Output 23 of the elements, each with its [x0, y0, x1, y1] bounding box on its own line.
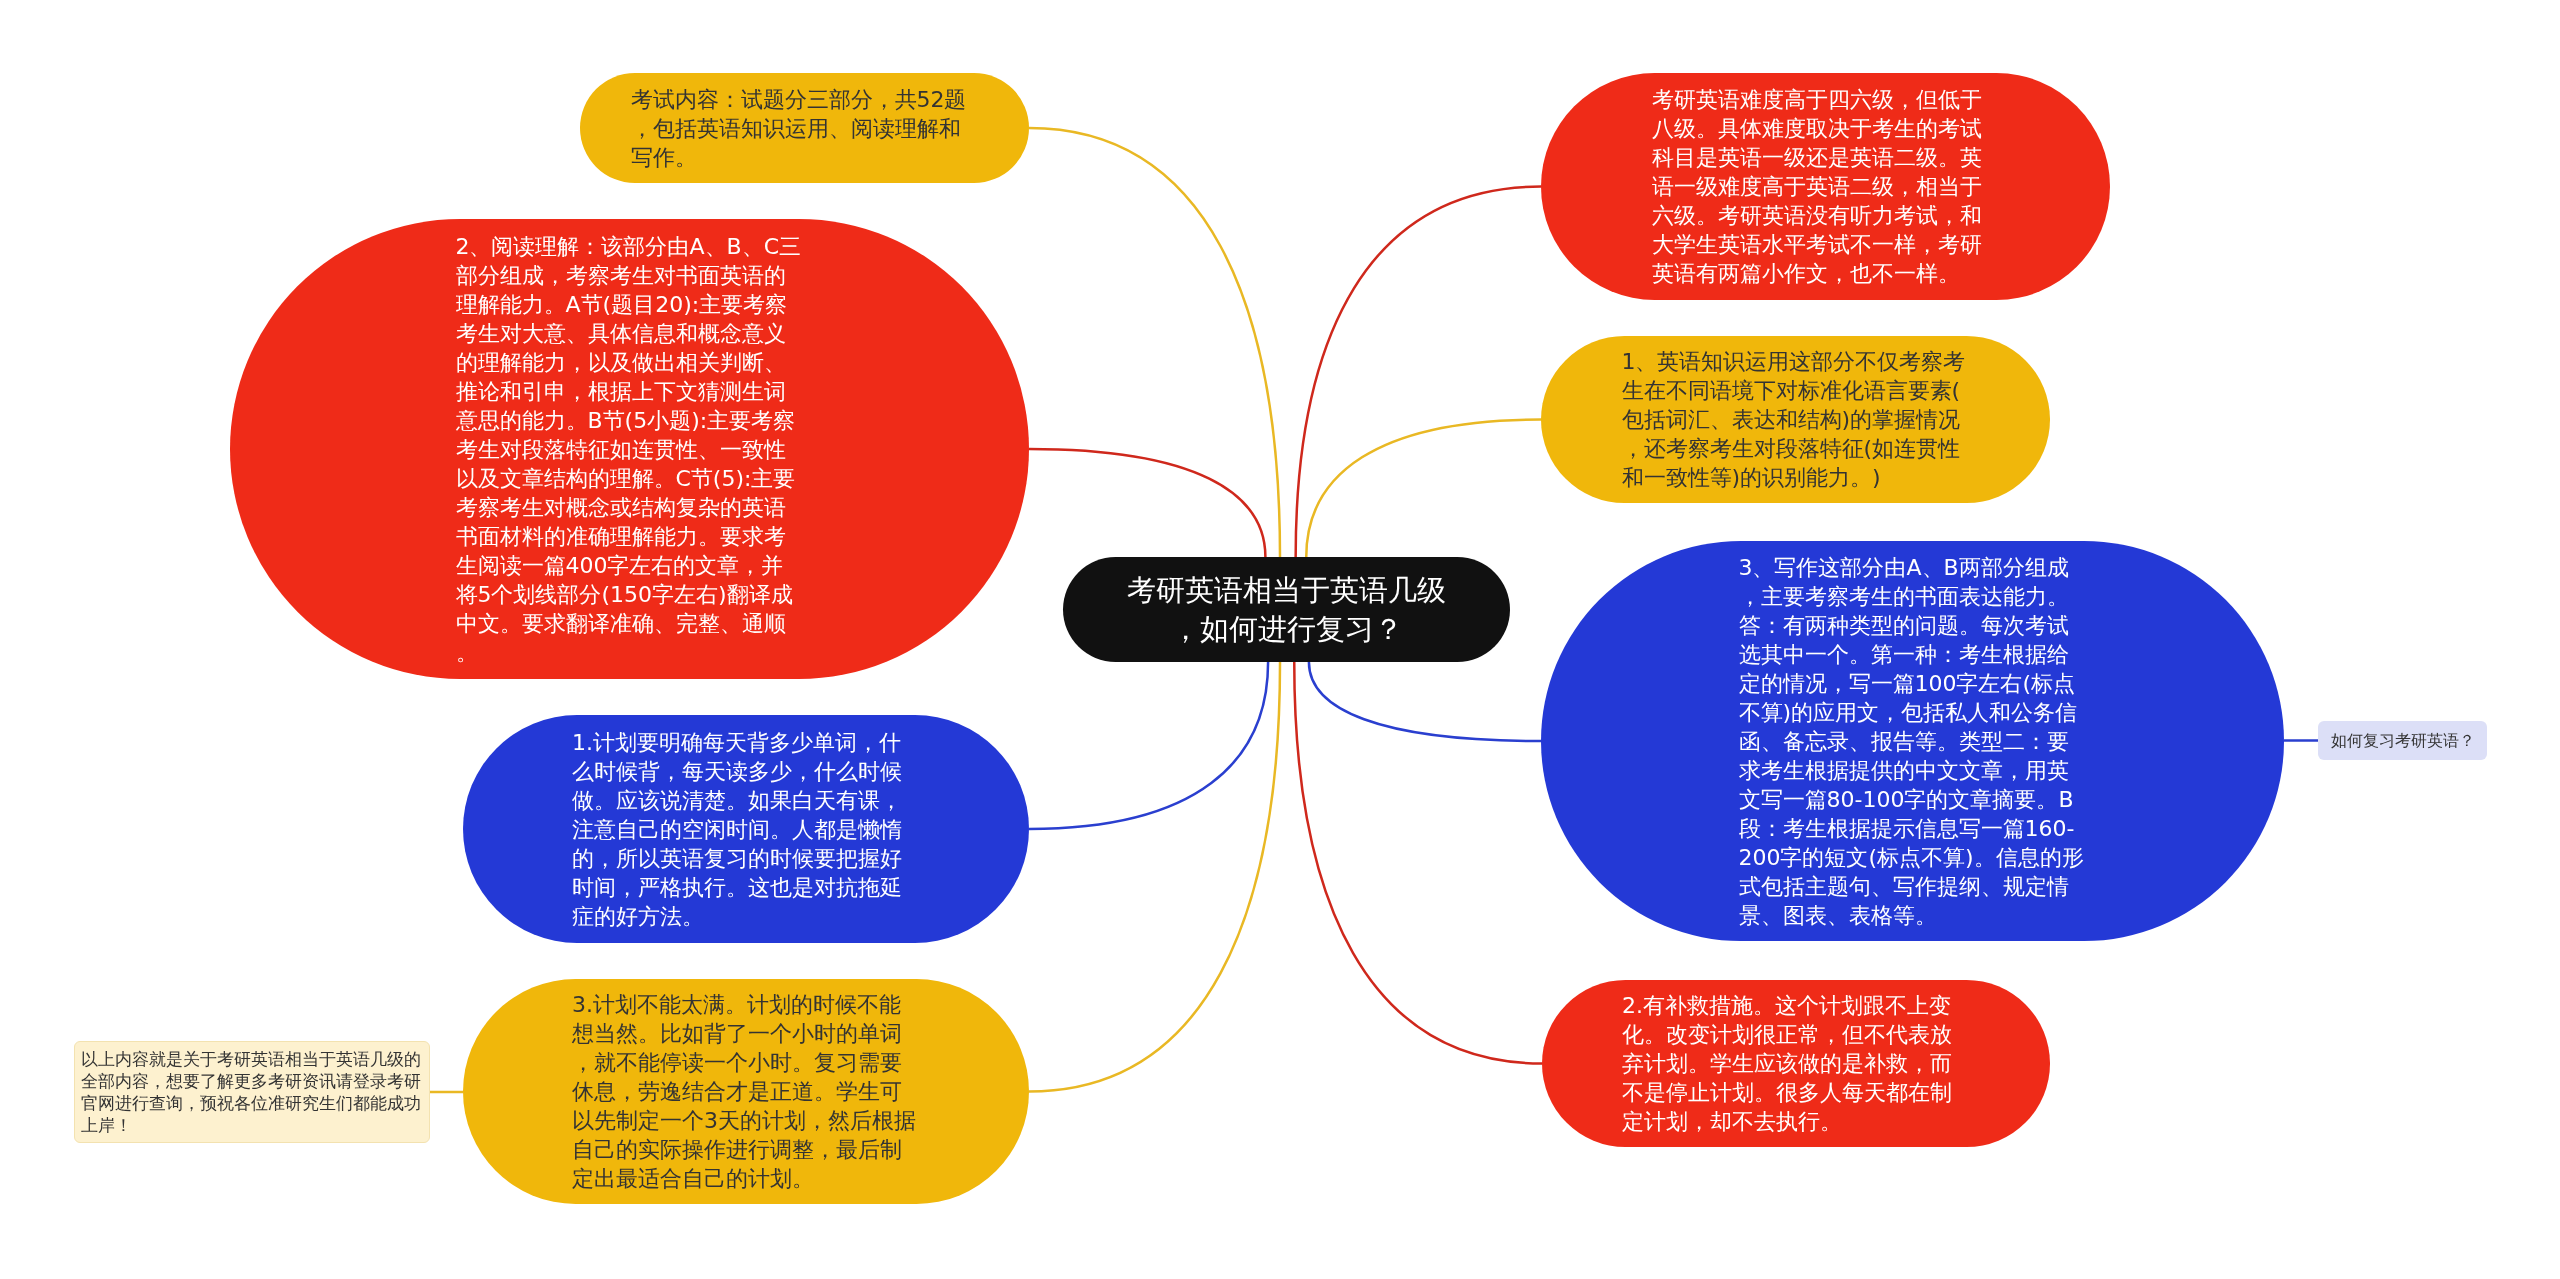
note-text: 以上内容就是关于考研英语相当于英语几级的全部内容，想要了解更多考研资讯请登录考研官网进行查询，预祝各位准研究生们都能成功上岸！	[81, 1048, 422, 1136]
connector-line	[1305, 418, 1542, 558]
connector-line	[1307, 661, 1542, 743]
central-topic-text: 考研英语相当于英语几级，如何进行复习？	[1126, 571, 1447, 648]
tag-text: 如何复习考研英语？	[2330, 730, 2475, 751]
connector-line	[2284, 739, 2318, 742]
connector-line	[430, 1090, 463, 1094]
topic-text: 3、写作这部分由A、B两部分组成，主要考察考生的书面表达能力。答：有两种类型的问题。每次考试选其中一个。第一种：考生根据给定的情况，写一篇100字左右(标点不算)的应用文，包括私人和公务信函、备忘录、报告等。类型二：要求考生根据提供的中文文章，用英文写一篇80-100字的文章摘要。B段：考生根据提示信息写一篇160-200字的短文(标点不算)。信息的形式包括主题句、写作提纲、规定情景、图表、表格等。	[1738, 553, 2085, 930]
connector-line	[1293, 661, 1543, 1065]
connector-line	[1028, 661, 1270, 831]
note-card	[74, 1041, 430, 1143]
topic-text: 1、英语知识运用这部分不仅考察考生在不同语境下对标准化语言要素(包括词汇、表达和结构)的掌握情况，还考察考生对段落特征(如连贯性和一致性等)的识别能力。)	[1621, 348, 1967, 492]
topic-text: 3.计划不能太满。计划的时候不能想当然。比如背了一个小时的单词，就不能停读一个小时。复习需要休息，劳逸结合才是正道。学生可以先制定一个3天的计划，然后根据自己的实际操作进行调整，最后制定出最适合自己的计划。	[572, 991, 917, 1193]
topic-text: 考试内容：试题分三部分，共52题，包括英语知识运用、阅读理解和写作。	[630, 85, 968, 172]
connector-line	[1028, 126, 1282, 558]
topic-text: 考研英语难度高于四六级，但低于八级。具体难度取决于考生的考试科目是英语一级还是英语二级。英语一级难度高于英语二级，相当于六级。考研英语没有听力考试，和大学生英语水平考试不一样，考研英语有两篇小作文，也不一样。	[1651, 86, 1983, 288]
subtopic-tag	[2318, 721, 2487, 760]
connector-line	[1294, 185, 1542, 558]
connector-line	[1028, 447, 1267, 558]
connector-line	[1028, 661, 1282, 1093]
topic-text: 2、阅读理解：该部分由A、B、C三部分组成，考察考生对书面英语的理解能力。A节(题目20):主要考察考生对大意、具体信息和概念意义的理解能力，以及做出相关判断、推论和引申，根据上下文猜测生词意思的能力。B节(5小题):主要考察考生对段落特征如连贯性、一致性以及文章结构的理解。C节(5):主要考察考生对概念或结构复杂的英语书面材料的准确理解能力。要求考生阅读一篇400字左右的文章，并将5个划线部分(150字左右)翻译成中文。要求翻译准确、完整、通顺。	[455, 232, 802, 667]
topic-text: 1.计划要明确每天背多少单词，什么时候背，每天读多少，什么时候做。应该说清楚。如果白天有课，注意自己的空闲时间。人都是懒惰的，所以英语复习的时候要把握好时间，严格执行。这也是对抗拖延症的好方法。	[572, 728, 903, 931]
topic-text: 2.有补救措施。这个计划跟不上变化。改变计划很正常，但不代表放弃计划。学生应该做的是补救，而不是停止计划。很多人每天都在制定计划，却不去执行。	[1622, 992, 1953, 1136]
